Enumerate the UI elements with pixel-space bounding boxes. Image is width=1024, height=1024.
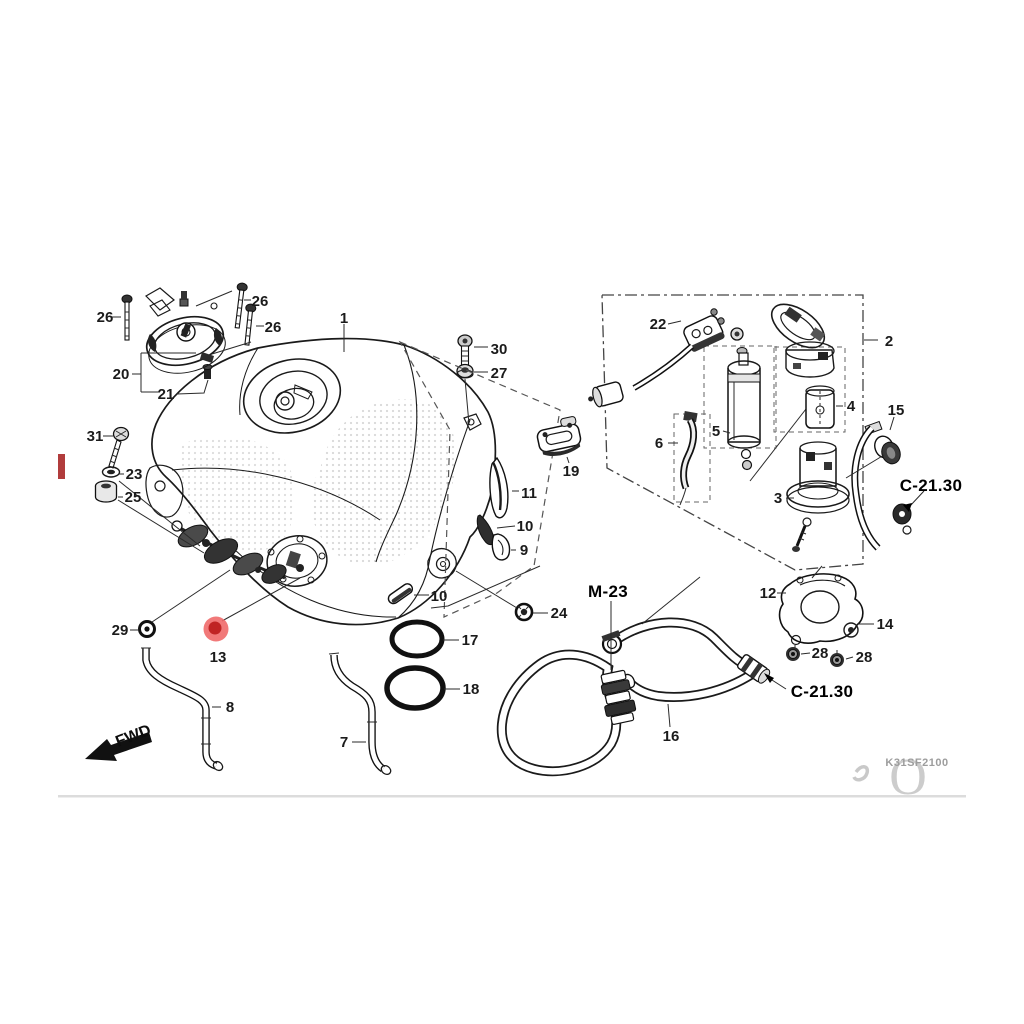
hoses bbox=[141, 617, 771, 777]
callout-9: 9 bbox=[520, 542, 528, 559]
callout-8: 8 bbox=[226, 699, 234, 716]
fasteners bbox=[94, 282, 474, 503]
rubber-strip-10 bbox=[387, 583, 414, 605]
fuel-tank-drawing bbox=[145, 337, 497, 626]
filter-unit-3 bbox=[786, 441, 850, 552]
callout-1: 1 bbox=[340, 310, 348, 327]
diagram-code: K31SF2100 bbox=[885, 757, 948, 769]
ref-C-21.30: C-21.30 bbox=[791, 682, 854, 701]
bracket-19 bbox=[536, 416, 582, 456]
nut-28 bbox=[786, 647, 800, 661]
bottom-rule bbox=[58, 795, 966, 798]
grommet-24 bbox=[514, 602, 534, 622]
ref-arrowhead bbox=[764, 673, 774, 683]
bracket-15 bbox=[851, 420, 912, 551]
callout-17: 17 bbox=[462, 632, 479, 649]
callout-30: 30 bbox=[491, 341, 508, 358]
connector-22 bbox=[588, 308, 725, 408]
trim-9 bbox=[491, 533, 511, 561]
pump-flange-assembly bbox=[770, 303, 835, 378]
hose-8 bbox=[141, 647, 224, 772]
callout-19: 19 bbox=[563, 463, 580, 480]
bolt-26 bbox=[121, 294, 133, 341]
hose-clamp-stack bbox=[600, 669, 637, 725]
callout-11: 11 bbox=[521, 485, 537, 502]
clamp-plate-12-14 bbox=[778, 573, 864, 667]
nut-28 bbox=[830, 653, 844, 667]
sender-6 bbox=[679, 411, 698, 506]
callout-31: 31 bbox=[87, 428, 104, 445]
filler-opening bbox=[242, 358, 342, 434]
bolt-31 bbox=[108, 426, 130, 469]
grommet-29 bbox=[138, 620, 156, 638]
callout-13: 13 bbox=[210, 649, 227, 666]
callout-23: 23 bbox=[126, 466, 143, 483]
callout-15: 15 bbox=[888, 402, 905, 419]
callout-2: 2 bbox=[885, 333, 893, 350]
filler-cap-assembly bbox=[145, 287, 226, 374]
callout-18: 18 bbox=[463, 681, 480, 698]
callout-22: 22 bbox=[650, 316, 667, 333]
watermark-squiggle bbox=[852, 765, 870, 782]
hose-7 bbox=[328, 652, 392, 776]
callout-14: 14 bbox=[877, 616, 894, 633]
red-edge-tick bbox=[58, 454, 65, 479]
callout-28: 28 bbox=[812, 645, 829, 662]
callout-4: 4 bbox=[847, 398, 856, 415]
callout-26: 26 bbox=[265, 319, 282, 336]
reference-codes: M-23C-21.30C-21.30 bbox=[588, 476, 962, 701]
callout-6: 6 bbox=[655, 435, 663, 452]
callout-3: 3 bbox=[774, 490, 782, 507]
fuel-pump-5 bbox=[727, 327, 761, 471]
o-ring-17 bbox=[389, 619, 445, 659]
fwd-direction-indicator: FWD bbox=[85, 722, 153, 761]
callout-20: 20 bbox=[113, 366, 130, 383]
bolt-26 bbox=[234, 282, 248, 329]
leader-lines bbox=[103, 290, 925, 743]
collar-25 bbox=[94, 480, 118, 503]
connector-barrel bbox=[588, 381, 624, 408]
highlighted-part-13-marker bbox=[203, 616, 229, 642]
callout-16: 16 bbox=[663, 728, 680, 745]
callout-26: 26 bbox=[97, 309, 114, 326]
callout-27: 27 bbox=[491, 365, 508, 382]
ref-M-23: M-23 bbox=[588, 582, 628, 601]
seals-and-grommets bbox=[138, 583, 534, 711]
callout-29: 29 bbox=[112, 622, 129, 639]
ref-C-21.30: C-21.30 bbox=[900, 476, 963, 495]
callout-12: 12 bbox=[760, 585, 777, 602]
part-number-callouts: 1234567891010111213141516171819202122232… bbox=[87, 293, 905, 751]
callout-21: 21 bbox=[158, 386, 175, 403]
callout-7: 7 bbox=[340, 734, 348, 751]
washer-23 bbox=[101, 466, 121, 478]
hose-fitting bbox=[736, 654, 771, 684]
fuel-feed-hose-16 bbox=[496, 617, 771, 777]
callout-28: 28 bbox=[856, 649, 873, 666]
callout-10: 10 bbox=[431, 588, 448, 605]
bolt-26 bbox=[244, 303, 257, 346]
callout-26: 26 bbox=[252, 293, 269, 310]
bolt-30 bbox=[457, 334, 473, 366]
footer-marks: O K31SF2100 bbox=[58, 749, 966, 806]
filter-cup-4 bbox=[805, 385, 835, 429]
side-panel-group bbox=[398, 340, 582, 618]
trim-10 bbox=[476, 514, 495, 546]
fuel-pump-box bbox=[588, 294, 864, 571]
ref-arrowhead bbox=[903, 503, 912, 512]
o-ring-18 bbox=[384, 665, 446, 711]
callout-25: 25 bbox=[125, 489, 142, 506]
cap-bolt-21 bbox=[204, 368, 211, 379]
fwd-arrow-icon bbox=[85, 732, 152, 761]
callout-24: 24 bbox=[551, 605, 568, 622]
callout-5: 5 bbox=[712, 423, 720, 440]
nut-27 bbox=[456, 363, 474, 379]
callout-10: 10 bbox=[517, 518, 534, 535]
